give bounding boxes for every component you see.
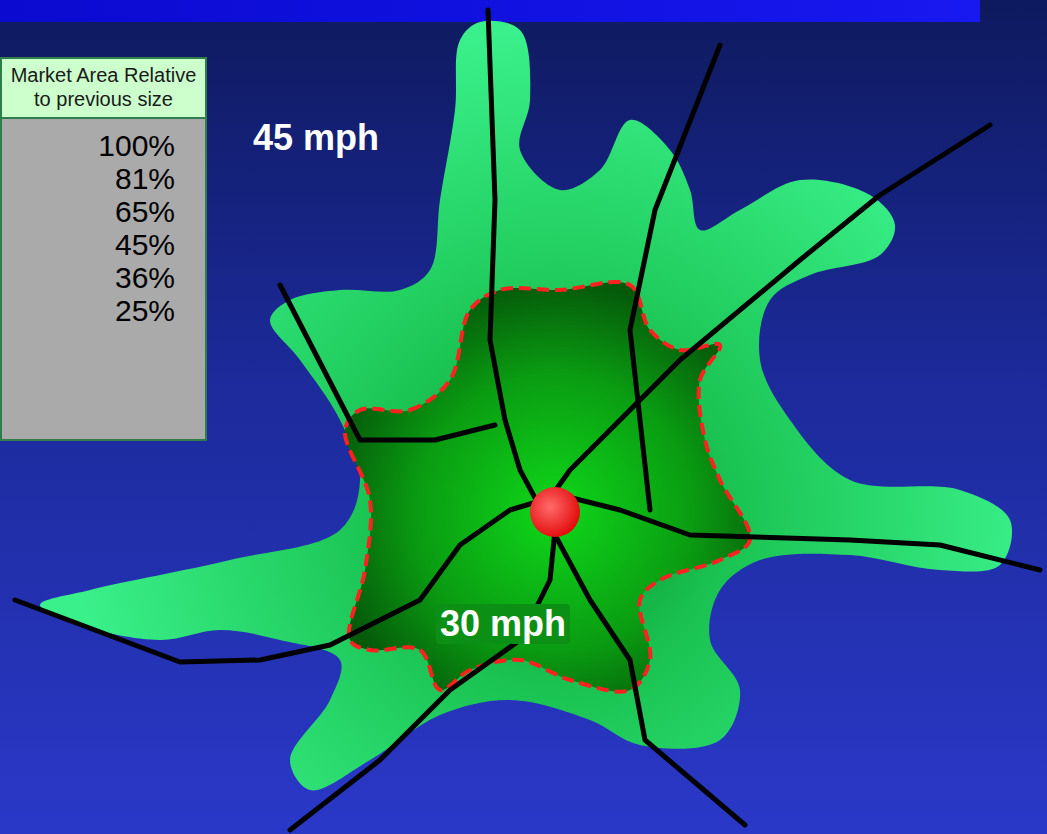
table-body: 100%81%65%45%36%25% (2, 119, 205, 439)
road (545, 125, 990, 505)
road (290, 530, 555, 830)
table-cell: 36% (12, 261, 175, 294)
road (630, 45, 720, 510)
speed-label-inner: 30 mph (436, 604, 570, 644)
legend-table: Market Area Relative to previous size100… (0, 57, 207, 441)
speed-label-outer: 45 mph (249, 118, 383, 158)
table-cell: 25% (12, 294, 175, 327)
table-cell: 45% (12, 228, 175, 261)
table-cell: 65% (12, 195, 175, 228)
table-cell: 81% (12, 162, 175, 195)
road (488, 10, 745, 825)
road (15, 495, 1040, 662)
table-cell: 100% (12, 129, 175, 162)
table-header: Market Area Relative to previous size (2, 59, 205, 119)
road (280, 285, 495, 440)
market-area-30mph (345, 282, 751, 692)
market-center (530, 487, 580, 537)
